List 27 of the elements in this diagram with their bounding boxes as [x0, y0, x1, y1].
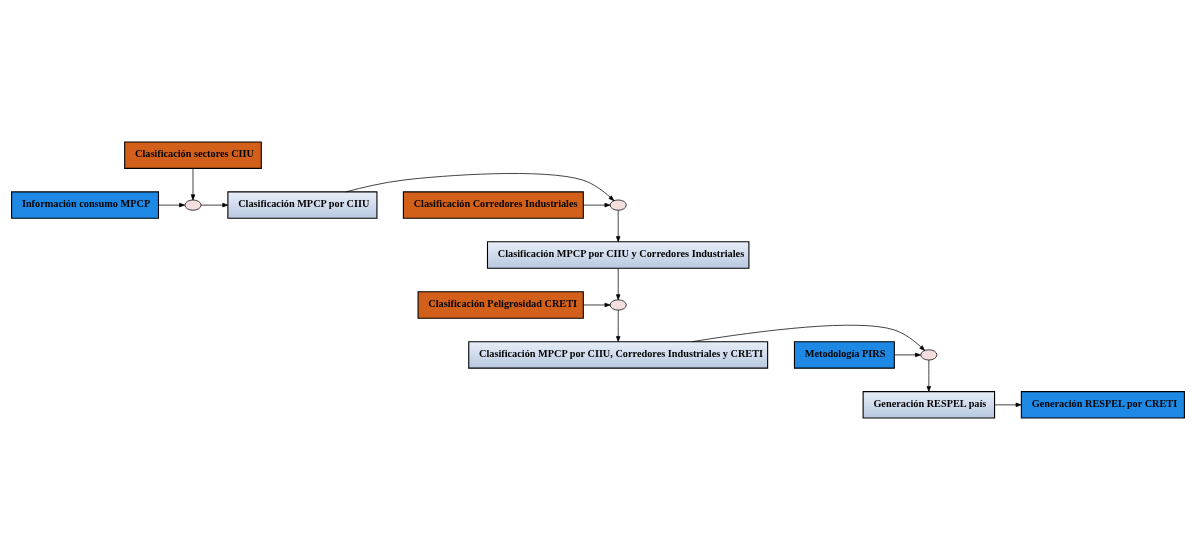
node-ellipse — [609, 299, 627, 311]
arrow — [994, 402, 1022, 407]
node-box: Clasificación MPCP por CIIU, Corredores Industriales y CRETI — [468, 341, 769, 369]
arrow — [691, 324, 926, 351]
node-box: Clasificación MPCP por CIIU — [227, 191, 378, 219]
node-ellipse — [184, 199, 202, 211]
node-ellipse — [920, 349, 938, 361]
arrow — [158, 202, 186, 208]
node-box: Clasificación MPCP por CIIU y Corredores Industriales — [486, 241, 750, 269]
arrow — [200, 202, 229, 208]
node-box: Clasificación Peligrosidad CRETI — [417, 291, 584, 319]
node-box: Metodología PIRS — [793, 341, 895, 369]
arrow — [894, 352, 921, 358]
node-box: Información consumo MPCP — [11, 191, 160, 219]
node-box: Clasificación sectores CIIU — [124, 141, 262, 169]
arrow — [616, 268, 621, 301]
arrow — [616, 309, 621, 342]
arrow — [926, 359, 931, 392]
node-box: Generación RESPEL país — [862, 391, 996, 419]
node-ellipse — [609, 199, 627, 211]
arrow — [616, 209, 621, 243]
arrow — [345, 173, 615, 202]
arrow — [582, 202, 611, 208]
arrow — [190, 168, 196, 201]
node-box: Clasificación Corredores Industriales — [402, 191, 584, 219]
arrow — [583, 302, 611, 308]
node-box: Generación RESPEL por CRETI — [1020, 391, 1185, 419]
